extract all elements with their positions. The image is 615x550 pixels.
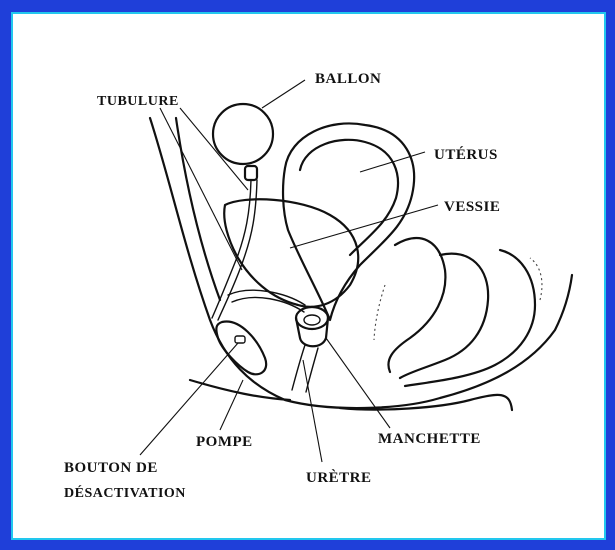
leader-uretre [303,360,322,462]
vaginal-canal [400,254,488,378]
cuff-inner [304,315,320,325]
uterus-inner [300,140,398,255]
pump-device [216,322,266,375]
label-bouton-line1: Bouton de [64,460,158,476]
label-pompe: Pompe [196,434,253,450]
balloon-reservoir [213,104,273,164]
label-vessie: Vessie [444,199,500,215]
cuff-top [296,307,328,329]
cuff-body [296,318,328,346]
balloon-valve [245,166,257,180]
label-manchette: Manchette [378,431,481,447]
dashed-line-2 [374,285,385,340]
pump-deactivation-button [235,336,245,343]
leader-manchette [326,338,390,428]
label-tubulure: Tubulure [97,94,179,109]
label-uterus: Utérus [434,146,498,163]
perineum-outline [190,380,512,410]
skin-fold-left [176,118,220,300]
label-bouton-line2: désactivation [64,484,186,501]
leader-pompe [220,380,243,430]
urethra [292,345,305,390]
leader-uterus [360,152,425,172]
posterior-wall [405,250,535,386]
label-uretre: Urètre [306,469,372,486]
leader-ballon [262,80,305,108]
label-ballon: Ballon [315,71,381,87]
leader-tubulure-2 [180,108,248,190]
dashed-line-1 [530,258,542,300]
rectum-outline [388,238,445,372]
uterus-shape [283,123,414,320]
leader-tubulure [160,108,242,270]
